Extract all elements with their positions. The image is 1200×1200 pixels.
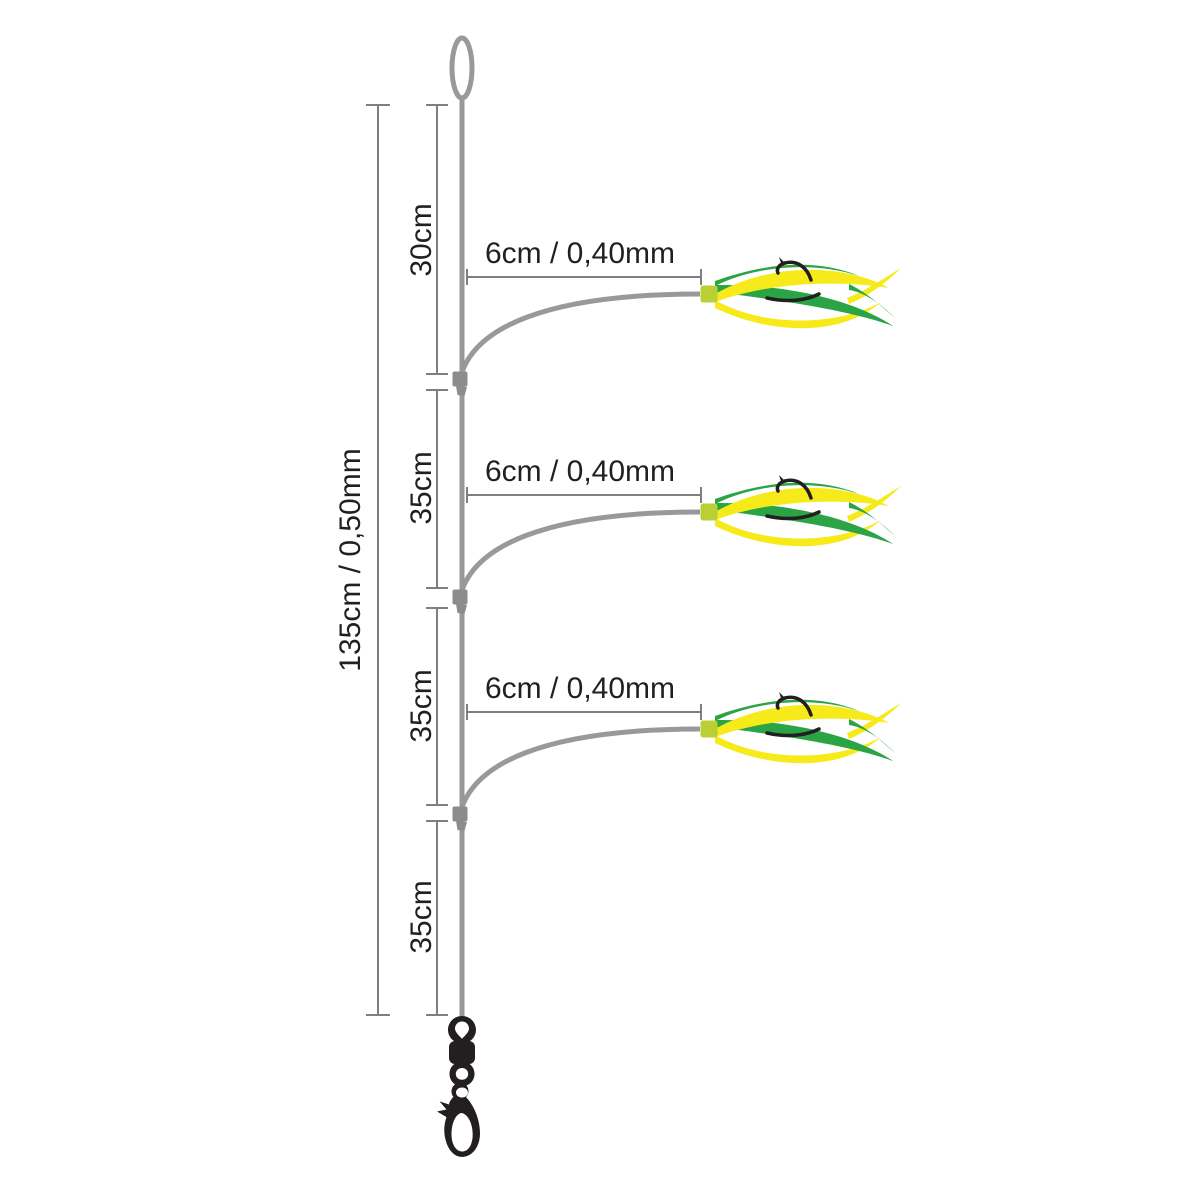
lure-1 [698, 255, 903, 331]
main-line-group [449, 35, 475, 1021]
segment-2-label: 35cm [405, 451, 438, 524]
branch-1 [452, 291, 701, 396]
lure-2 [698, 473, 903, 549]
dimension-branch-3 [466, 704, 702, 720]
dropper-knot-2 [452, 589, 468, 605]
segment-3-label: 35cm [405, 669, 438, 742]
dimension-segment-4 [426, 820, 448, 1016]
dimension-segment-1 [426, 104, 448, 375]
line-top-loop [449, 35, 475, 101]
branch-2-label: 6cm / 0,40mm [485, 455, 675, 488]
swivel-snap-clip [437, 1016, 480, 1157]
branch-1-label: 6cm / 0,40mm [485, 237, 675, 270]
segment-1-label: 30cm [405, 203, 438, 276]
dropper-knot-1 [452, 371, 468, 387]
dimension-segment-3 [426, 607, 448, 806]
branch-2 [452, 509, 701, 614]
dropper-knot-3 [452, 806, 468, 822]
branch-3-label: 6cm / 0,40mm [485, 672, 675, 705]
total-length-label: 135cm / 0,50mm [334, 448, 367, 671]
segment-4-label: 35cm [405, 880, 438, 953]
dimension-branch-1 [466, 269, 702, 285]
lure-3 [698, 690, 903, 766]
dimension-segment-2 [426, 389, 448, 589]
branch-3 [452, 726, 701, 831]
dimension-branch-2 [466, 487, 702, 503]
dimension-total [366, 104, 390, 1016]
